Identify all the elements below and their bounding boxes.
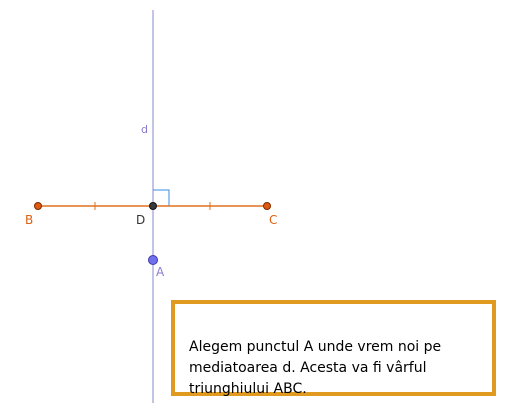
explanation-text: Alegem punctul A unde vrem noi pe mediat…: [189, 339, 442, 397]
label-point-a: A: [156, 265, 165, 279]
label-point-c: C: [269, 213, 277, 227]
right-angle-mark: [153, 189, 170, 206]
point-c[interactable]: [263, 202, 271, 210]
point-a[interactable]: [148, 255, 158, 265]
explanation-note: Alegem punctul A unde vrem noi pe mediat…: [171, 300, 496, 397]
label-point-b: B: [25, 213, 33, 227]
label-point-d: D: [136, 213, 145, 227]
label-line-d: d: [141, 123, 148, 136]
point-b[interactable]: [34, 202, 42, 210]
point-d[interactable]: [149, 202, 157, 210]
